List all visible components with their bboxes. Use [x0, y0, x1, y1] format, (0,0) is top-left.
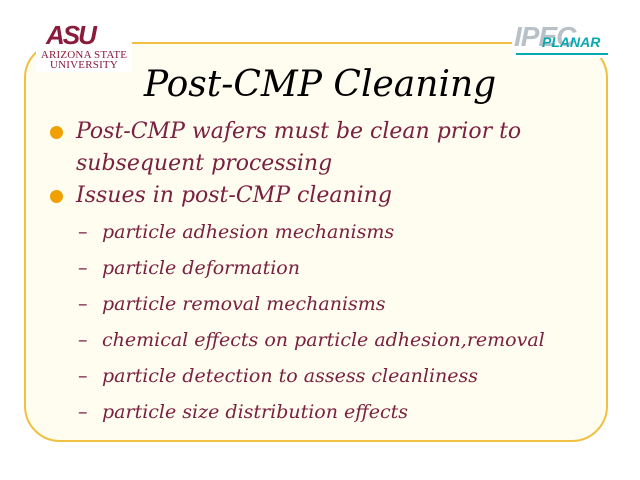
asu-logo-name: ARIZONA STATE UNIVERSITY	[36, 49, 132, 71]
bullet-list: Post-CMP wafers must be clean prior to s…	[50, 116, 610, 430]
sub-bullet-text: particle deformation	[102, 257, 300, 279]
sub-bullet-item: –particle detection to assess cleanlines…	[78, 358, 610, 394]
asu-logo: ASU ARIZONA STATE UNIVERSITY	[36, 22, 132, 72]
bullet-item-2: Issues in post-CMP cleaning –particle ad…	[50, 180, 610, 430]
sub-bullet-text: particle removal mechanisms	[102, 293, 386, 315]
bullet-text: Issues in post-CMP cleaning	[76, 183, 392, 208]
sub-bullet-text: particle detection to assess cleanliness	[102, 365, 479, 387]
bullet-dot-icon	[50, 190, 63, 203]
asu-logo-line1: ARIZONA STATE	[40, 49, 128, 61]
ipec-logo-mark: IPEC	[514, 21, 576, 52]
sub-bullet-item: –chemical effects on particle adhesion,r…	[78, 322, 610, 358]
dash-icon: –	[78, 221, 88, 243]
dash-icon: –	[78, 401, 88, 423]
sub-bullet-item: –particle removal mechanisms	[78, 286, 610, 322]
sub-bullet-text: chemical effects on particle adhesion,re…	[102, 329, 545, 351]
asu-logo-line2: UNIVERSITY	[50, 59, 118, 71]
bullet-item-1: Post-CMP wafers must be clean prior to s…	[50, 116, 610, 180]
sub-bullet-item: –particle deformation	[78, 250, 610, 286]
dash-icon: –	[78, 365, 88, 387]
slide-title: Post-CMP Cleaning	[143, 64, 497, 105]
sub-bullet-item: –particle size distribution effects	[78, 394, 610, 430]
sub-bullet-text: particle size distribution effects	[102, 401, 408, 423]
sub-bullet-text: particle adhesion mechanisms	[102, 221, 395, 243]
sub-bullet-item: –particle adhesion mechanisms	[78, 214, 610, 250]
ipec-logo-rule	[516, 53, 608, 55]
slide-frame	[24, 42, 608, 442]
sub-bullet-list: –particle adhesion mechanisms –particle …	[76, 214, 610, 430]
dash-icon: –	[78, 257, 88, 279]
ipec-planar-logo: IPEC PLANAR	[512, 22, 612, 58]
asu-logo-mark: ASU	[46, 20, 97, 50]
bullet-text: Post-CMP wafers must be clean prior to s…	[76, 119, 522, 176]
dash-icon: –	[78, 293, 88, 315]
planar-logo-mark: PLANAR	[542, 34, 601, 50]
bullet-dot-icon	[50, 126, 63, 139]
dash-icon: –	[78, 329, 88, 351]
